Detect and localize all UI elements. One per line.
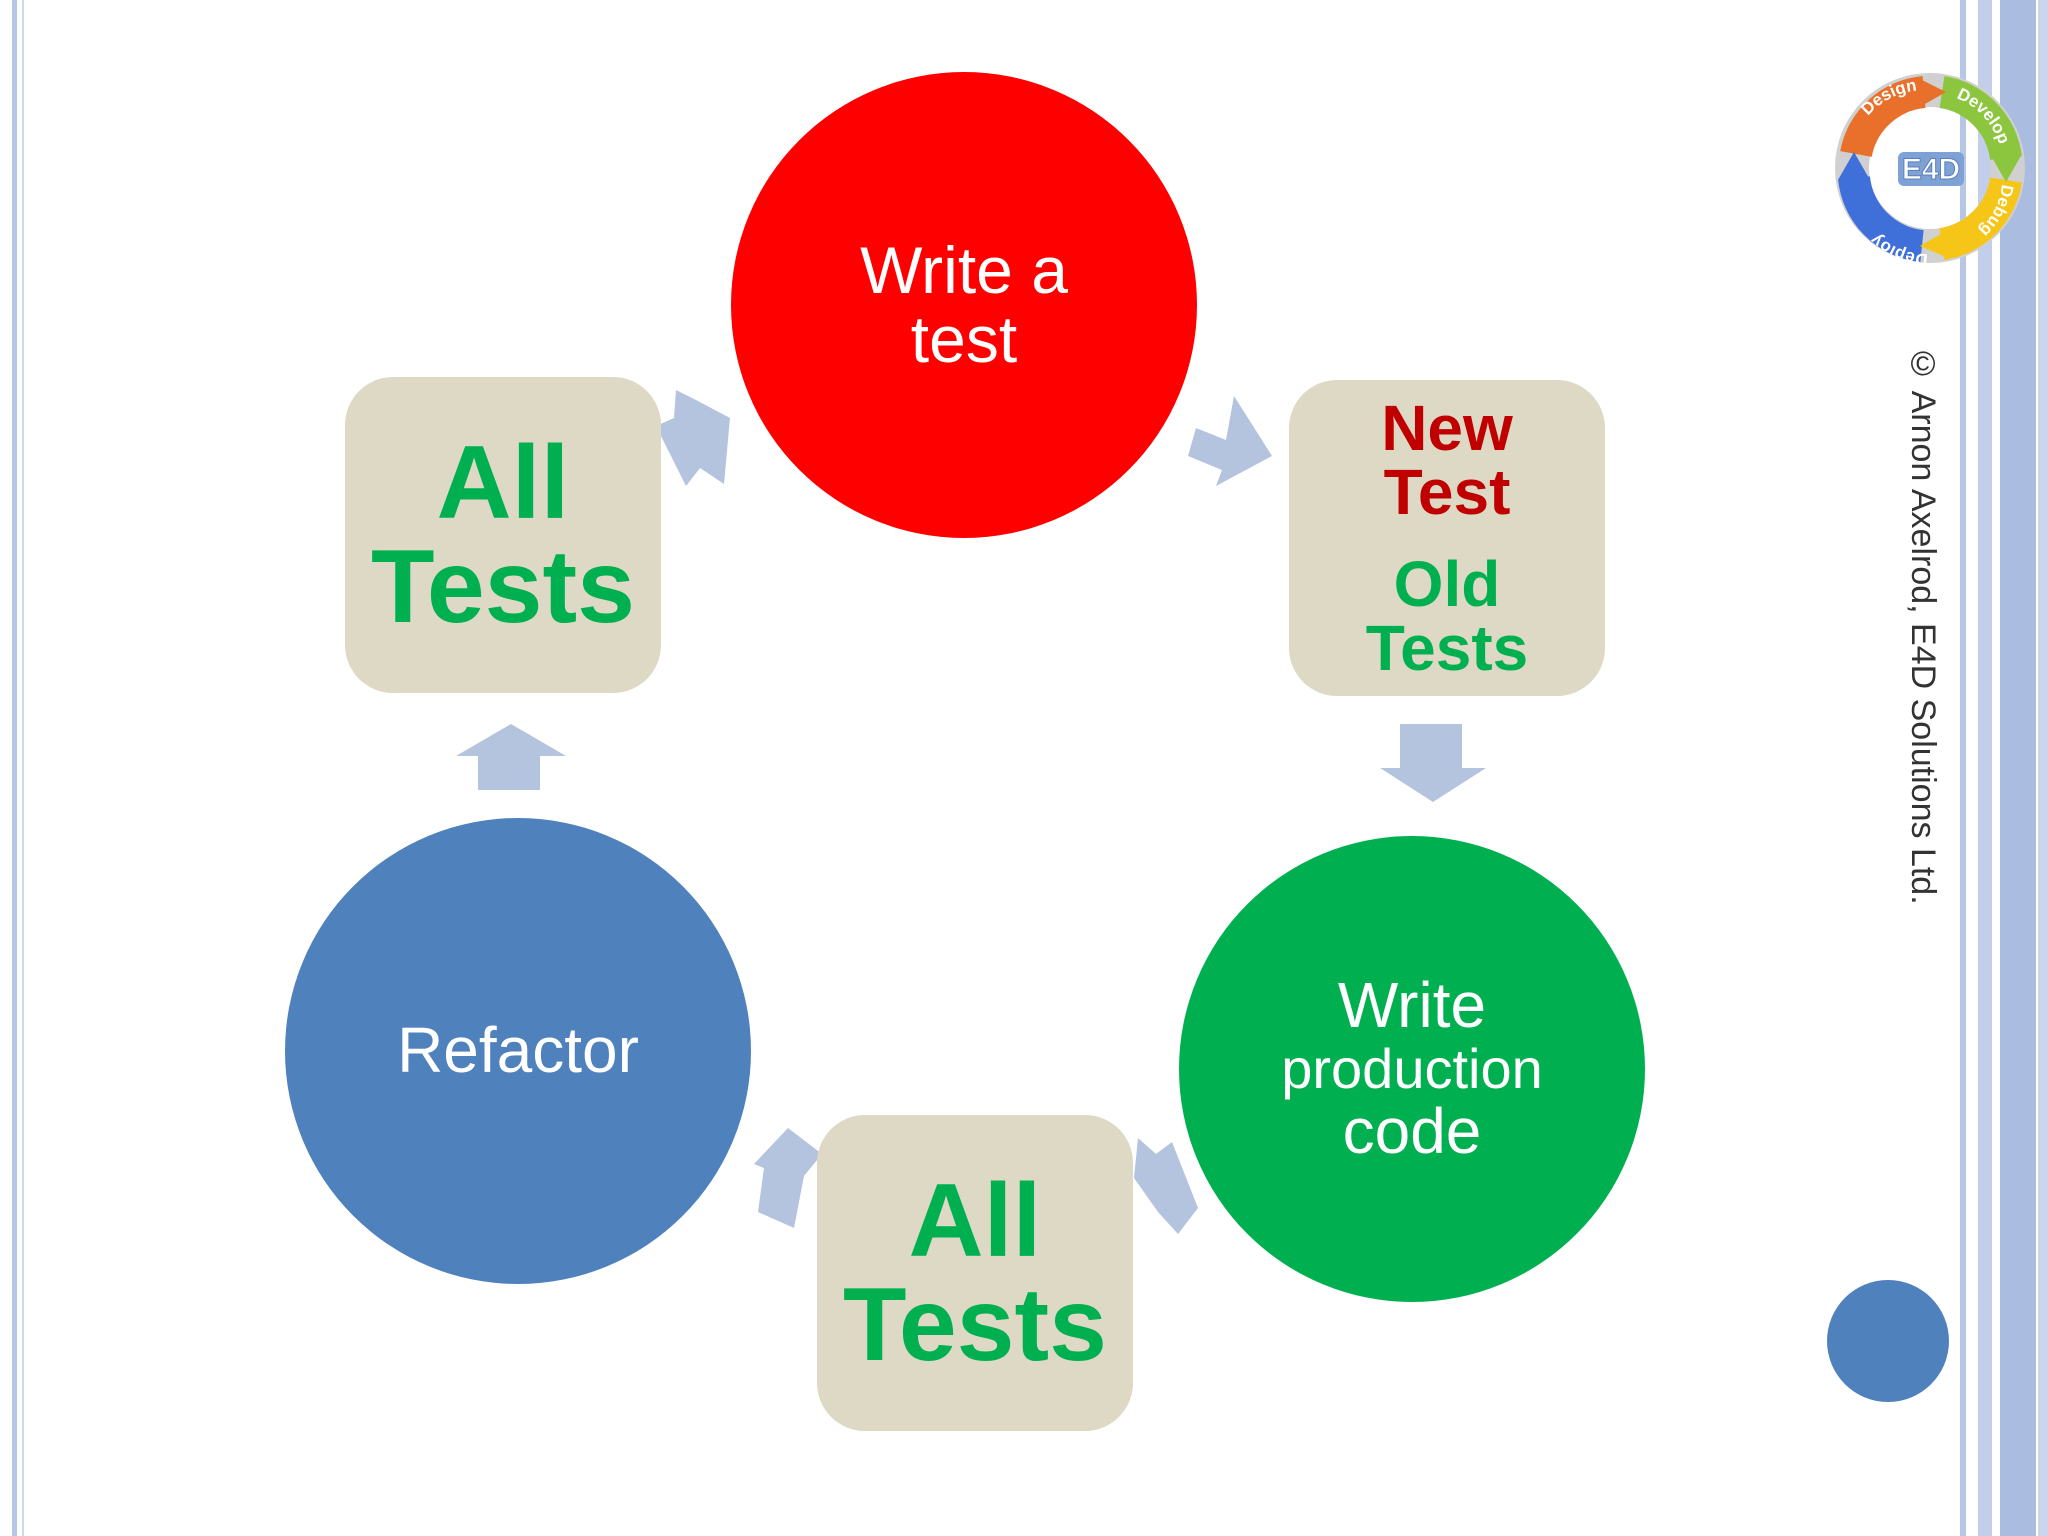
copyright-text: © Arnon Axelrod, E4D Solutions Ltd. — [1904, 345, 1942, 905]
node-write-production-code: Write production code — [1179, 836, 1645, 1302]
old-tests-line-1: Old — [1393, 548, 1501, 620]
arrow-write-code-to-all-tests — [1134, 1138, 1198, 1234]
node-new-and-old-tests: New Test Old Tests — [1289, 380, 1605, 696]
decorative-blue-dot — [1827, 1280, 1949, 1402]
right-border-stripe-4 — [2038, 0, 2048, 1536]
all-tests-bottom-line-1: All — [908, 1163, 1042, 1279]
new-test-line-2: Test — [1383, 456, 1511, 528]
write-test-line-2: test — [910, 302, 1018, 376]
left-border-stripe — [12, 0, 17, 1536]
write-code-line-1: Write — [1337, 969, 1487, 1042]
all-tests-bottom-line-2: Tests — [843, 1267, 1107, 1383]
write-test-line-1: Write a — [860, 232, 1068, 307]
all-tests-left-line-2: Tests — [371, 529, 635, 645]
right-border-stripe-2 — [1978, 0, 1992, 1536]
arrow-all-tests-to-refactor — [754, 1128, 822, 1228]
write-code-line-3: code — [1342, 1095, 1482, 1168]
right-border-stripe-1 — [1960, 0, 1966, 1536]
logo-center-text: E4D — [1902, 153, 1960, 186]
arrow-write-test-to-new-tests — [1188, 396, 1272, 486]
right-border-stripe-3 — [2000, 0, 2036, 1536]
node-all-tests-left: All Tests — [345, 377, 661, 693]
write-code-line-2: production — [1281, 1036, 1543, 1100]
arrow-refactor-to-all-tests — [456, 724, 566, 790]
new-test-line-1: New — [1381, 392, 1513, 464]
node-all-tests-bottom: All Tests — [817, 1115, 1133, 1431]
e4d-cycle-logo-icon: Design Develop Debug Deploy E4D — [1835, 73, 2025, 269]
node-write-a-test: Write a test — [731, 72, 1197, 538]
old-tests-line-2: Tests — [1365, 612, 1529, 684]
node-refactor: Refactor — [285, 818, 751, 1284]
refactor-label: Refactor — [397, 1014, 639, 1087]
arrow-all-tests-to-write-test — [656, 390, 730, 486]
left-border-stripe-thin — [22, 0, 24, 1536]
arrow-new-tests-to-write-code — [1380, 724, 1486, 802]
all-tests-left-line-1: All — [436, 425, 570, 541]
